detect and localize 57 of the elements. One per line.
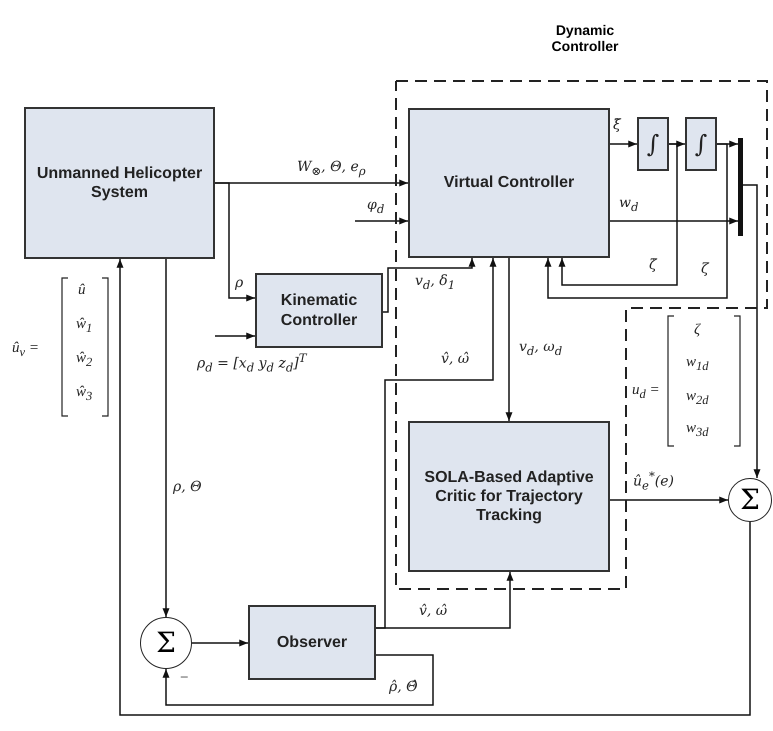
math-label: ŵ$_{1}$	[76, 316, 92, 336]
integrator-block	[685, 117, 717, 171]
signal-arrow	[506, 258, 512, 421]
process-block	[24, 107, 215, 259]
process-block	[408, 108, 610, 258]
edge-label: v̂, ω̂	[418, 604, 448, 620]
process-block	[255, 273, 383, 348]
mux-bar	[738, 138, 743, 236]
edge-label: W$_{⊗}$, Θ, e$_{ρ}$	[296, 160, 367, 178]
signal-arrow	[610, 218, 738, 224]
integrator-block	[637, 117, 669, 171]
edge-label: ρ, Θ	[172, 480, 203, 496]
summing-junction	[140, 617, 192, 669]
signal-arrow	[162, 654, 434, 706]
math-label: ŵ$_{3}$	[76, 384, 92, 404]
edge-label: û$_{e}$$^{*}$(e)	[632, 470, 675, 492]
edge-label: ρ$_{d}$ = [x$_{d}$ y$_{d}$ z$_{d}$]$^{T}$	[196, 352, 308, 374]
edge-label: ξ̃	[612, 118, 622, 134]
math-label: w$_{3d}$	[686, 420, 709, 440]
edge-label: v̂, ω̂	[440, 352, 470, 368]
edge-label: ζ	[700, 262, 710, 278]
minus-sign: −	[180, 670, 188, 686]
signal-arrow	[162, 259, 170, 617]
signal-arrow	[558, 143, 678, 286]
signal-arrow	[610, 140, 637, 148]
math-label: ζ	[694, 322, 700, 338]
signal-arrow	[610, 496, 728, 504]
block-label: Observer	[276, 632, 348, 652]
signal-arrow	[544, 143, 728, 299]
signal-arrow	[215, 182, 255, 302]
math-label: u$_{d}$ =	[632, 382, 660, 402]
math-label: w$_{1d}$	[686, 354, 709, 374]
signal-arrow	[215, 332, 255, 340]
math-label: ŵ$_{2}$	[76, 350, 92, 370]
math-label: û	[78, 282, 86, 298]
signal-arrow	[192, 640, 248, 646]
edge-label: ζ̇	[648, 258, 658, 274]
signal-arrow	[376, 572, 514, 629]
signal-arrow	[743, 184, 760, 478]
signal-arrow	[383, 258, 476, 313]
block-label: Kinematic Controller	[280, 291, 358, 330]
group-heading: Dynamic Controller	[550, 22, 620, 54]
block-label: Unmanned Helicopter System	[36, 164, 204, 202]
math-label: û$_{v}$ =	[12, 340, 39, 360]
sigma-symbol: Σ	[156, 629, 176, 657]
process-block	[408, 421, 610, 572]
sigma-symbol: Σ	[740, 486, 760, 514]
integral-symbol: ∫	[694, 130, 708, 158]
block-label: Virtual Controller	[444, 173, 574, 193]
edge-label: ρ̂, Θ̂	[388, 680, 419, 696]
integral-symbol: ∫	[646, 130, 660, 158]
block-label: SOLA-Based Adaptive Critic for Trajectory Tracking	[423, 468, 595, 526]
math-label: w$_{2d}$	[686, 388, 709, 408]
process-block	[248, 605, 376, 680]
signal-arrow	[355, 218, 408, 224]
summing-junction	[728, 478, 772, 522]
signal-arrow	[116, 259, 751, 716]
